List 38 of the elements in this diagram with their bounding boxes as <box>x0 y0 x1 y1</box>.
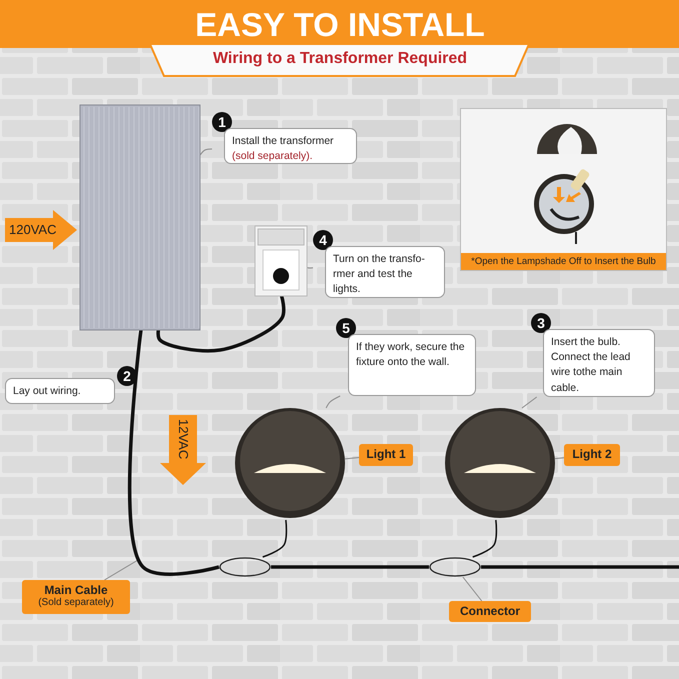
cable <box>481 565 679 569</box>
leader-line <box>554 457 564 460</box>
voltage-label: 12VAC <box>176 419 190 462</box>
leader-line <box>344 457 360 460</box>
callout-tag <box>22 580 130 614</box>
outlet-drawing <box>255 226 307 296</box>
leader-line <box>104 560 138 580</box>
callout-text: If they work, secure the fixture onto the wall. <box>356 340 466 370</box>
tag-note: (Sold separately) <box>37 597 115 609</box>
callout-text: Install the transformer <box>232 134 334 149</box>
callout-tag: Connector <box>449 601 531 622</box>
cable <box>128 330 220 576</box>
connector-ring <box>219 557 271 577</box>
voltage-label: 120VAC <box>9 222 56 237</box>
lead-wire <box>472 520 498 558</box>
callout-text: Insert the bulb. Connect the lead wire tothe main cable. <box>551 335 632 396</box>
callout-note: (sold separately). <box>232 149 313 164</box>
step-light-drawing <box>445 408 555 520</box>
cable <box>156 296 286 353</box>
lead-wire <box>262 520 288 558</box>
callout-text: Lay out wiring. <box>13 384 81 399</box>
callout-text: Turn on the transfo-rmer and test the lights. <box>333 252 426 298</box>
step-light-drawing <box>235 408 345 520</box>
connector-ring <box>429 557 481 577</box>
tag-title: Main Cable <box>43 583 109 597</box>
subtitle: Wiring to a Transformer Required <box>212 50 468 68</box>
leader-line <box>522 396 538 408</box>
leader-line <box>200 148 212 156</box>
transformer-drawing <box>80 105 200 330</box>
inset-panel <box>460 108 667 271</box>
callout-tag: Light 2 <box>564 444 620 466</box>
leader-line <box>306 267 314 269</box>
title: EASY TO INSTALL <box>194 6 486 44</box>
caption-band: *Open the Lampshade Off to Insert the Bulb <box>461 253 666 270</box>
cable <box>271 565 429 569</box>
callout-tag: Light 1 <box>359 444 413 466</box>
leader-line <box>462 576 482 602</box>
leader-line <box>326 396 341 408</box>
